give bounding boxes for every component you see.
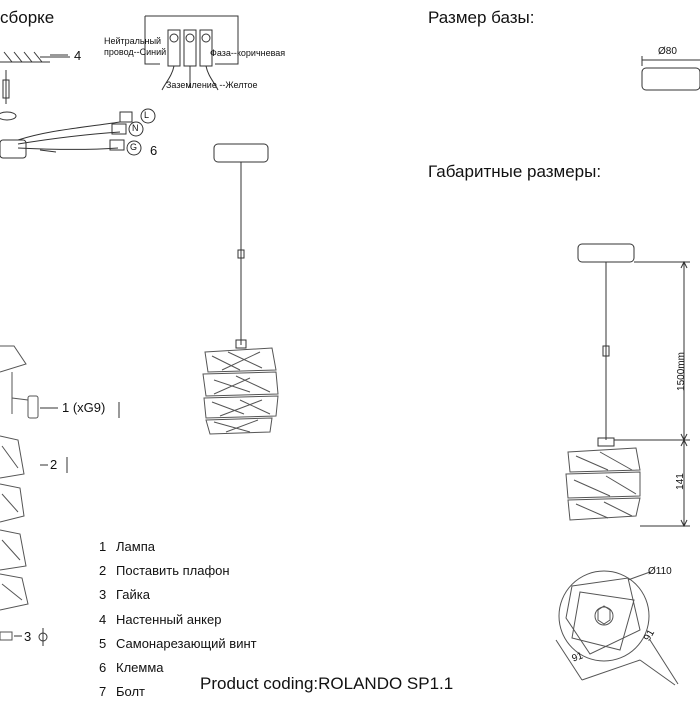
top-view-drawing xyxy=(555,570,679,686)
center-crystal-shade xyxy=(202,347,279,435)
base-size-drawing xyxy=(641,56,700,91)
overall-dimensions-drawing xyxy=(577,243,690,528)
list-item: 1 Лампа xyxy=(99,535,257,559)
exploded-shade-column xyxy=(0,345,39,641)
terminal-g-label: G xyxy=(130,142,138,152)
callout-1: 1 (xG9) xyxy=(62,400,106,415)
part-number: 7 xyxy=(99,684,107,700)
list-item: 6 Клемма xyxy=(99,656,257,680)
part-name: Гайка xyxy=(116,587,151,603)
part-number: 1 xyxy=(99,539,107,554)
part-name: Настенный анкер xyxy=(116,611,222,627)
wiring-inset xyxy=(144,15,239,91)
part-number: 2 xyxy=(99,563,107,579)
shade-height-dim: 141 xyxy=(674,473,686,490)
base-diameter-dim: Ø80 xyxy=(658,46,677,57)
phase-wire-label: Фаза--коричневая xyxy=(210,48,286,58)
parts-list: 1 Лампа 2 Поставить плафон 3 Гайка 4 Настенн… xyxy=(99,535,257,704)
canopy-side xyxy=(0,139,27,159)
wall-anchor xyxy=(0,70,17,121)
terminal-n-label: N xyxy=(132,123,139,133)
part-number: 4 xyxy=(99,611,107,627)
part-number: 3 xyxy=(99,587,107,603)
terminal-l-label: L xyxy=(144,110,150,120)
neutral-label-line1: Нейтральный xyxy=(104,36,162,46)
part-number: 5 xyxy=(99,635,107,651)
callout-4: 4 xyxy=(74,48,82,63)
part-name: Самонарезающий винт xyxy=(116,635,257,651)
list-item: 2 Поставить плафон xyxy=(99,559,257,583)
center-pendant xyxy=(213,143,269,349)
product-coding: Product coding:ROLANDO SP1.1 xyxy=(200,674,454,693)
overall-size-title: Габаритные размеры: xyxy=(428,162,602,181)
callout-6: 6 xyxy=(150,143,158,158)
callout-3: 3 xyxy=(24,629,32,644)
neutral-wire-label: Нейтральный провод--Синий xyxy=(104,36,166,58)
part-name: Клемма xyxy=(116,660,164,676)
list-item: 3 Гайка xyxy=(99,583,257,607)
callout-2: 2 xyxy=(50,457,58,472)
base-size-title: Размер базы: xyxy=(428,8,535,27)
list-item: 5 Самонарезающий винт xyxy=(99,632,257,656)
part-number: 6 xyxy=(99,660,107,676)
right-crystal-shade xyxy=(565,447,641,521)
shade-diameter-dim: Ø110 xyxy=(648,566,672,577)
ground-wire-label: Заземление --Желтое xyxy=(166,80,258,90)
assembly-title: сборке xyxy=(0,8,55,27)
part-name: Болт xyxy=(116,684,146,700)
terminal-block-icon xyxy=(109,108,156,156)
list-item: 4 Настенный анкер xyxy=(99,608,257,632)
screw-icon xyxy=(39,149,57,153)
ceiling-hatch xyxy=(0,51,68,63)
list-item: 7 Болт xyxy=(99,680,257,704)
neutral-label-line2: провод--Синий xyxy=(104,47,167,57)
part-name: Поставить плафон xyxy=(116,563,230,579)
part-name: Лампа xyxy=(116,539,155,554)
cord-length-dim: 1500mm xyxy=(675,352,687,391)
supply-wires xyxy=(17,121,121,150)
